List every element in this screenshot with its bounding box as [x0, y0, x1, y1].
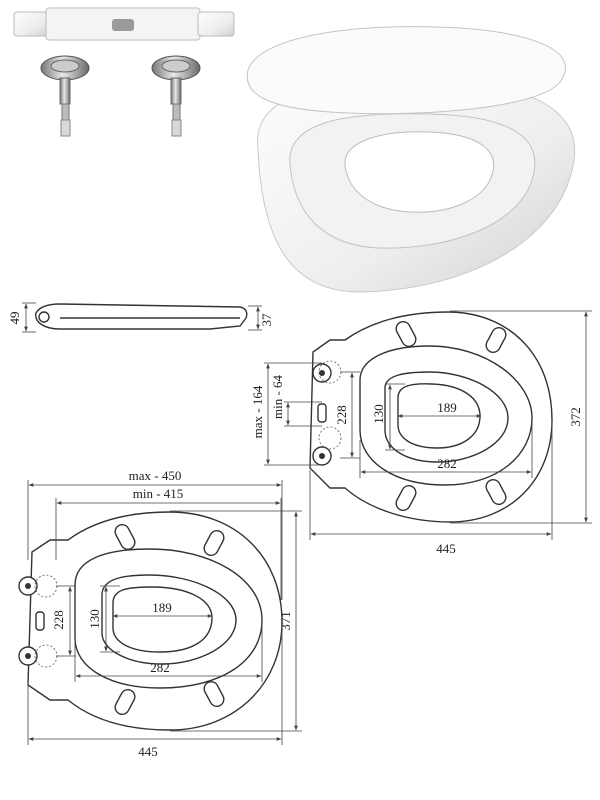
right-445-label: 445 [436, 541, 456, 556]
plan-right-445-dimension: 445 [309, 420, 553, 556]
right-130-label: 130 [371, 404, 386, 424]
bumper-marks-right [395, 321, 507, 511]
plan-right-130-dimension: 130 [371, 383, 405, 451]
left-189-label: 189 [152, 600, 172, 615]
right-228-label: 228 [334, 405, 349, 425]
hinge-fixing-right-image [151, 55, 201, 137]
plan-left-min-dimension: min - 415 [55, 486, 282, 600]
right-282-label: 282 [437, 456, 457, 471]
plan-left-max-dimension: max - 450 [27, 468, 283, 600]
left-445-label: 445 [138, 744, 158, 759]
left-228-label: 228 [51, 610, 66, 630]
plan-left-282-dimension: 282 [74, 620, 263, 682]
left-max-label: max - 450 [129, 468, 182, 483]
plan-left-189-dimension: 189 [112, 600, 213, 618]
plan-right-228-dimension: 228 [334, 371, 360, 459]
plan-left-371-dimension: 371 [170, 510, 302, 732]
right-189-label: 189 [437, 400, 457, 415]
toilet-seat-product-image [246, 26, 576, 293]
right-372-label: 372 [568, 407, 583, 427]
right-min-label: min - 64 [270, 374, 285, 419]
plan-right-372-dimension: 372 [450, 310, 592, 524]
side-height-right-label: 37 [259, 313, 274, 327]
plan-right-adjust-min-dimension: min - 64 [270, 374, 322, 427]
left-130-label: 130 [87, 609, 102, 629]
plan-right-189-dimension: 189 [397, 400, 482, 418]
plan-left-130-dimension: 130 [87, 585, 120, 653]
plan-right-adjust-max-dimension: max - 164 [250, 362, 322, 466]
plan-left-228-dimension: 228 [51, 585, 76, 657]
bumper-marks-left [114, 524, 225, 715]
plan-left-445-dimension: 445 [27, 625, 283, 759]
side-height-left-label: 49 [7, 312, 22, 325]
right-max-label: max - 164 [250, 385, 265, 438]
side-view-height-left-dimension: 49 [7, 302, 36, 333]
hinge-bar-image [13, 7, 235, 41]
plan-right-282-dimension: 282 [359, 420, 533, 478]
left-371-label: 371 [278, 611, 293, 631]
left-282-label: 282 [150, 660, 170, 675]
side-view-profile [35, 303, 248, 330]
left-min-label: min - 415 [133, 486, 184, 501]
hinge-fixing-left-image [40, 55, 90, 137]
side-view-height-right-dimension: 37 [248, 305, 274, 331]
